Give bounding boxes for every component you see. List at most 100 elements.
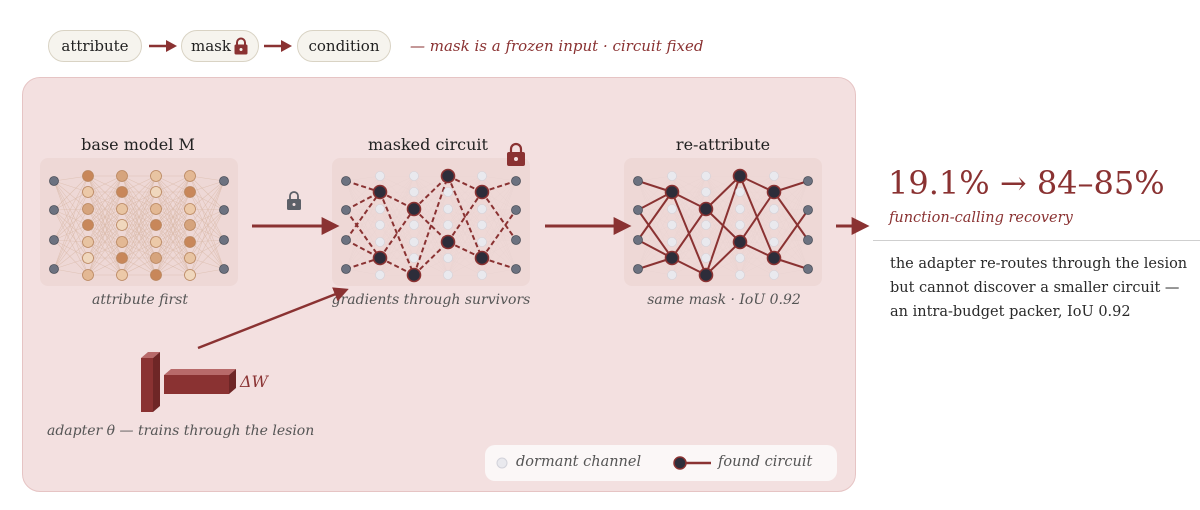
network-edge [481, 175, 517, 241]
io-node [49, 235, 59, 245]
network-edge [345, 241, 381, 270]
network-edge [773, 175, 809, 182]
network-edge [345, 209, 381, 243]
network-edge [773, 209, 809, 276]
network-edge [413, 175, 449, 226]
io-node [511, 235, 521, 245]
io-node [219, 205, 229, 215]
network-edge [773, 180, 809, 243]
circuit-edge [379, 208, 415, 259]
dormant-node [769, 171, 779, 181]
re-attribute-network [633, 168, 813, 283]
network-edge [481, 175, 517, 182]
network-edge [379, 241, 415, 276]
stage-caption-re-attribute: same mask · IoU 0.92 [647, 292, 801, 308]
dormant-node [735, 220, 745, 230]
dormant-node [667, 220, 677, 230]
io-node [803, 205, 813, 215]
neuron-node [150, 186, 162, 198]
network-edge [739, 175, 775, 243]
circuit-edge [345, 180, 381, 193]
network-edge [637, 175, 673, 182]
network-edge [189, 180, 225, 210]
network-edge [739, 175, 775, 226]
network-edge [87, 175, 123, 259]
neuron-node [116, 203, 128, 215]
neuron-node [82, 269, 94, 281]
network-edge [189, 209, 225, 276]
circuit-edge [447, 175, 483, 259]
circuit-edge [379, 191, 415, 210]
network-edge [53, 241, 89, 270]
network-edge [121, 241, 157, 276]
dormant-node [769, 270, 779, 280]
network-edge [481, 241, 517, 270]
network-edge [773, 241, 809, 270]
network-edge [773, 180, 809, 226]
arrow-right-icon [264, 40, 292, 52]
pipeline-step-attribute: attribute [48, 30, 142, 62]
network-edge [345, 239, 381, 243]
network-edge [481, 239, 517, 243]
circuit-edge [481, 191, 517, 241]
circuit-edge [671, 208, 707, 259]
network-edge [705, 224, 741, 276]
circuit-edge [637, 191, 673, 241]
network-edge [637, 239, 673, 276]
network-edge [345, 180, 381, 243]
found-circuit-node [406, 267, 422, 283]
found-circuit-node [664, 250, 680, 266]
io-node [803, 235, 813, 245]
dormant-node [667, 270, 677, 280]
found-circuit-node [372, 250, 388, 266]
network-edge [481, 180, 517, 210]
network-edge [155, 257, 191, 276]
network-edge [345, 191, 381, 270]
pipeline-step-label: condition [308, 37, 380, 55]
network-edge [413, 191, 449, 276]
network-edge [481, 208, 517, 241]
network-edge [121, 208, 157, 276]
network-edge [87, 175, 123, 210]
network-edge [739, 208, 775, 276]
network-edge [773, 209, 809, 243]
network-edge [773, 239, 809, 276]
io-node [49, 264, 59, 274]
recovery-stat-caption: function-calling recovery [889, 210, 1073, 226]
neuron-node [116, 269, 128, 281]
circuit-edge [481, 209, 517, 259]
network-edge [637, 208, 673, 211]
network-edge [413, 241, 449, 276]
pipeline-note: — mask is a frozen input · circuit fixed [410, 37, 704, 55]
pipeline-step-condition: condition [297, 30, 391, 62]
network-edge [53, 224, 89, 270]
circuit-edge [413, 175, 449, 276]
network-edge [637, 239, 673, 243]
network-edge [53, 239, 89, 276]
network-edge [345, 208, 381, 270]
dormant-node [667, 237, 677, 247]
found-circuit-node [698, 201, 714, 217]
divider [873, 240, 1200, 241]
io-node [511, 205, 521, 215]
network-edge [53, 175, 89, 241]
io-node [219, 264, 229, 274]
network-edge [481, 224, 517, 241]
neuron-node [184, 252, 196, 264]
network-edge [773, 208, 809, 270]
stage-caption-base-model: attribute first [92, 292, 188, 308]
neuron-node [82, 203, 94, 215]
circuit-edge [637, 209, 673, 259]
network-edge [345, 175, 381, 241]
neuron-node [184, 236, 196, 248]
network-edge [773, 268, 809, 276]
dormant-node [735, 187, 745, 197]
io-node [633, 205, 643, 215]
found-circuit-icon [673, 456, 711, 470]
found-circuit-node [766, 250, 782, 266]
adapter-arrow [197, 287, 349, 350]
network-edge [189, 175, 225, 241]
network-edge [481, 209, 517, 243]
network-edge [53, 175, 89, 211]
